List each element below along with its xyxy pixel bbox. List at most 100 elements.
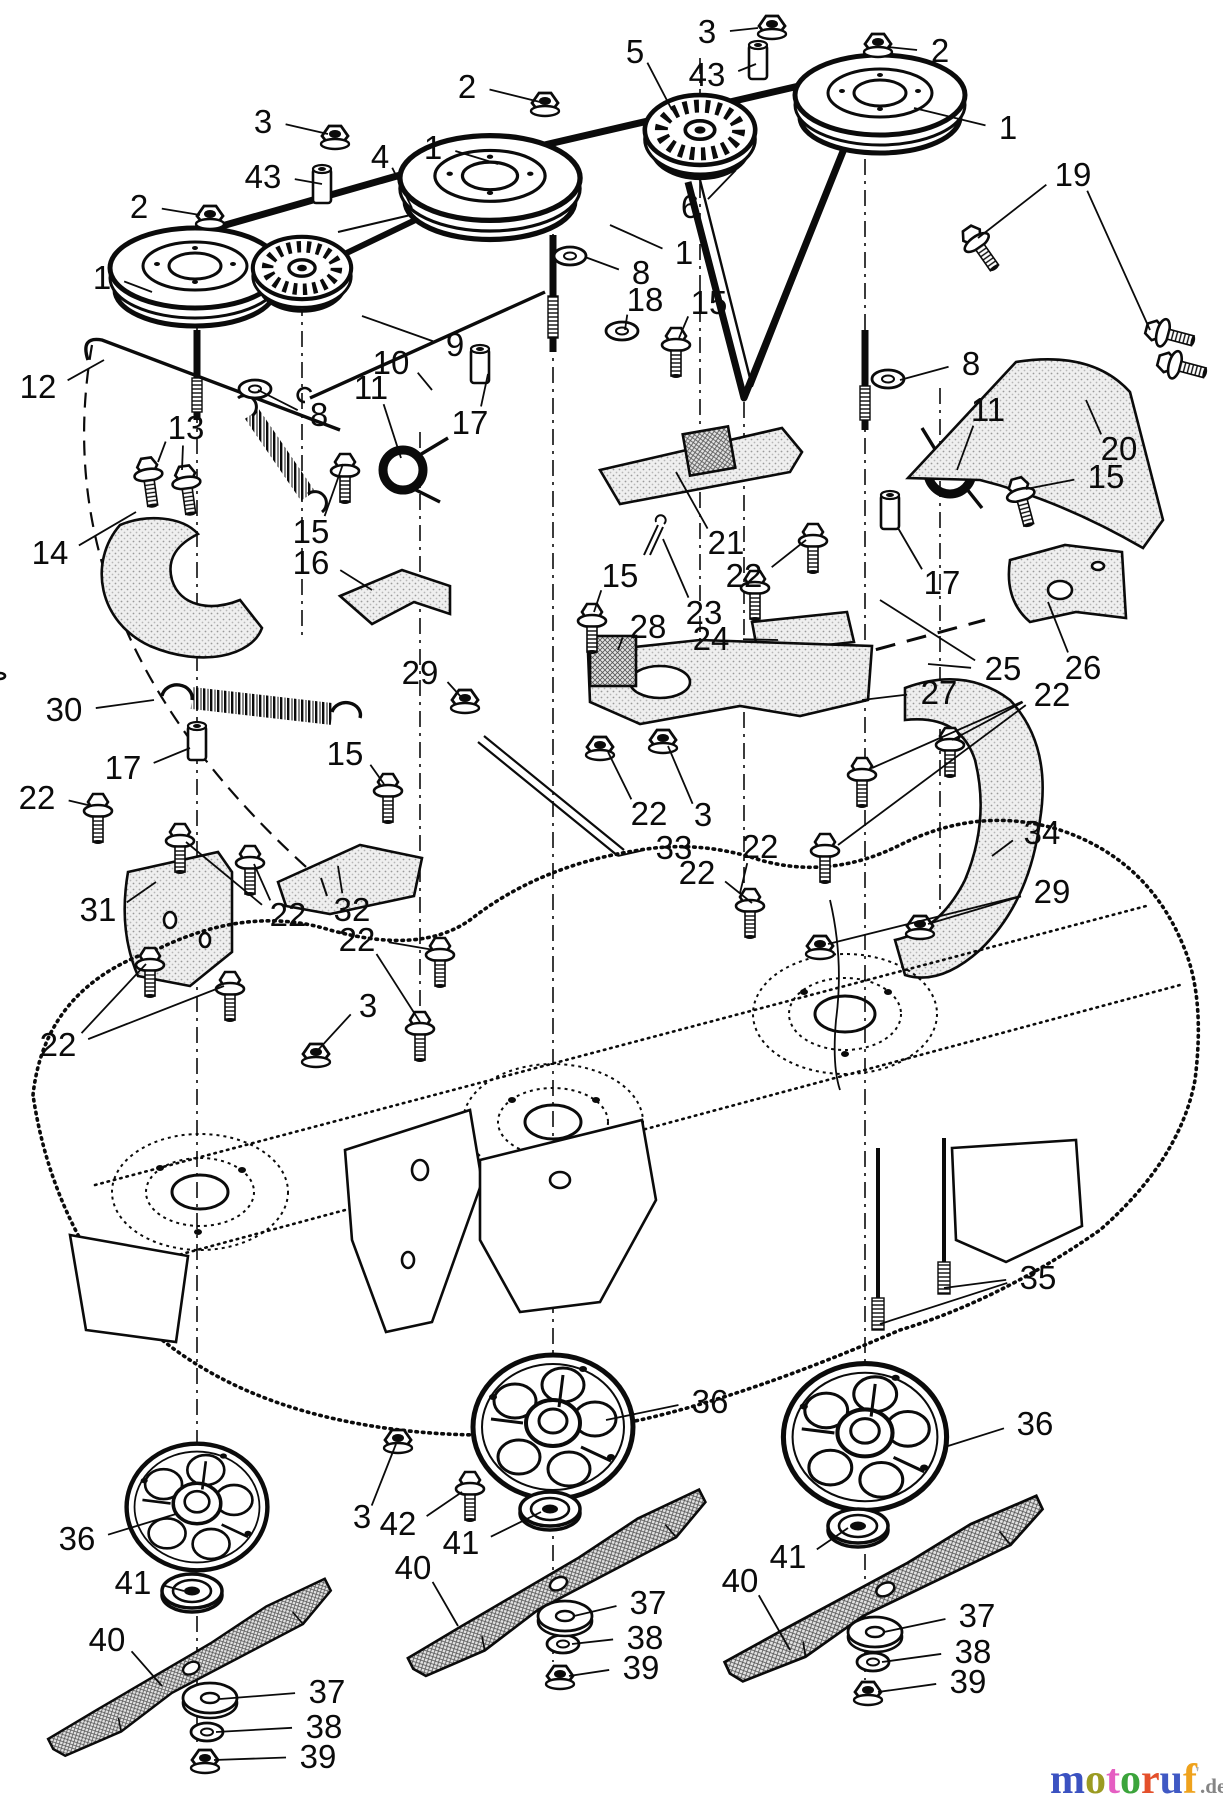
callout-leader <box>480 373 489 407</box>
callout-leader <box>123 280 153 293</box>
callout-leader <box>391 167 413 209</box>
part-number-38: 38 <box>306 1708 343 1745</box>
callout-leader <box>724 880 753 904</box>
callout-leader <box>1086 190 1151 331</box>
watermark-logo[interactable]: motoruf'.de <box>1050 1752 1223 1800</box>
flange-bolt <box>130 454 169 511</box>
callout-leader <box>382 403 402 459</box>
callout-leader <box>881 1653 942 1663</box>
part-number-4: 4 <box>371 138 389 175</box>
rod-12 <box>84 337 341 432</box>
callout-leader <box>991 839 1014 857</box>
callout-leader <box>107 1513 177 1536</box>
callout-leader <box>816 1527 849 1551</box>
spindle-plate-left <box>127 1444 268 1571</box>
brackets <box>0 358 1165 988</box>
callout-leader <box>897 527 923 570</box>
part-number-15: 15 <box>1088 458 1125 495</box>
extension-spring-13 <box>244 409 316 501</box>
washer <box>604 320 640 342</box>
flange-bolt <box>954 219 1009 279</box>
spacer-bushing <box>747 39 769 81</box>
callout-leader <box>667 745 694 805</box>
flange-nut <box>449 688 481 715</box>
callout-leader <box>571 1638 614 1645</box>
callout-leader <box>607 751 633 800</box>
blade-washer <box>181 1681 239 1720</box>
part-number-41: 41 <box>115 1564 152 1601</box>
watermark-tick: ' <box>1195 1763 1201 1783</box>
dashed-link <box>844 618 986 660</box>
part-number-42: 42 <box>380 1505 417 1542</box>
callout-leader <box>1085 399 1102 435</box>
rod-33 <box>477 735 625 857</box>
part-number-14: 14 <box>32 534 69 571</box>
plate-27 <box>586 638 874 726</box>
callout-leader <box>956 425 975 471</box>
part-number-11: 11 <box>971 391 1005 428</box>
part-number-22: 22 <box>631 795 668 832</box>
flange-bolt <box>454 1470 486 1524</box>
rods <box>84 290 841 1091</box>
part-number-17: 17 <box>924 564 961 601</box>
callout-leader <box>490 1511 542 1538</box>
flange-bolt <box>809 832 841 886</box>
callout-leader <box>739 862 749 894</box>
callout-leader <box>887 46 918 51</box>
part-number-36: 36 <box>59 1520 96 1557</box>
callout-leader <box>87 985 225 1040</box>
flange-nut <box>647 728 679 755</box>
part-number-3: 3 <box>359 987 377 1024</box>
callout-leader <box>879 1282 1008 1325</box>
baffle-14 <box>100 516 264 659</box>
callout-leader <box>219 1692 296 1700</box>
part-number-2: 2 <box>931 32 949 69</box>
part-number-25: 25 <box>985 650 1022 687</box>
callout-leader <box>337 865 344 894</box>
part-number-38: 38 <box>627 1619 664 1656</box>
callout-leader <box>339 569 373 591</box>
idler-pulley-6 <box>645 95 755 178</box>
part-number-15: 15 <box>602 557 639 594</box>
flange-bolt <box>82 792 114 846</box>
watermark-domain-suffix: .de <box>1200 1774 1223 1798</box>
washer <box>870 368 906 390</box>
callout-leader <box>742 638 779 641</box>
bracket-16 <box>337 568 452 626</box>
callout-leader <box>80 963 147 1034</box>
callout-leader <box>573 1605 617 1617</box>
callout-leader <box>729 27 759 32</box>
washer <box>237 378 273 400</box>
part-number-29: 29 <box>1034 873 1071 910</box>
callout-leader <box>375 953 421 1023</box>
part-number-3: 3 <box>254 103 272 140</box>
part-number-37: 37 <box>959 1597 996 1634</box>
part-number-22: 22 <box>40 1026 77 1063</box>
part-number-28: 28 <box>630 608 667 645</box>
diagram-artwork <box>0 55 1201 1764</box>
callout-leader <box>361 315 434 343</box>
callout-leader <box>827 895 1022 945</box>
part-number-22: 22 <box>1034 676 1071 713</box>
flange-nut <box>852 1680 884 1707</box>
flange-nut <box>756 14 788 41</box>
callout-leader <box>67 359 105 382</box>
callout-leader <box>871 700 1023 769</box>
callout-leader <box>95 699 155 709</box>
callout-leader <box>417 372 433 391</box>
part-number-27: 27 <box>921 674 958 711</box>
callout-leader <box>678 316 690 339</box>
callout-leader <box>927 895 1022 925</box>
flange-bolt <box>846 756 878 810</box>
callout-leader <box>624 314 629 331</box>
part-number-39: 39 <box>300 1738 337 1775</box>
part-number-15: 15 <box>327 735 364 772</box>
callout-leader <box>370 1443 397 1506</box>
part-number-22: 22 <box>270 896 307 933</box>
part-number-15: 15 <box>691 284 728 321</box>
part-number-13: 13 <box>168 409 205 446</box>
extension-spring-30 <box>190 687 334 725</box>
part-number-39: 39 <box>950 1663 987 1700</box>
